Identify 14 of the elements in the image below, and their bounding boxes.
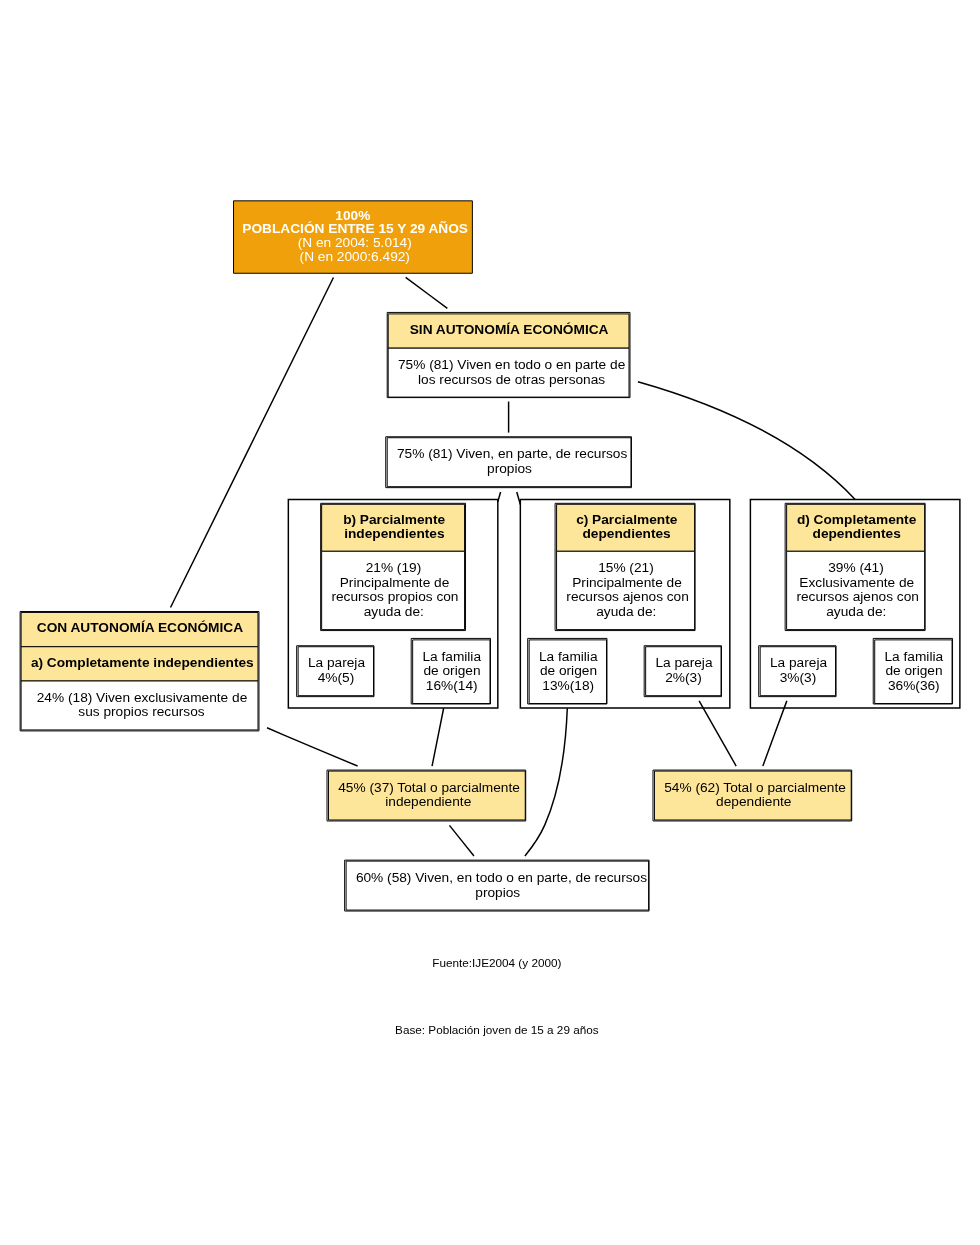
connector [524,707,569,857]
connector [404,276,449,310]
connector [266,727,359,767]
connector [637,380,856,501]
label: Fuente:IJE2004 (y 2000) [432,955,562,969]
connector [497,491,502,503]
label: Base: Población joven de 15 a 29 años [395,1022,599,1036]
connector [507,400,510,434]
connector [448,824,475,857]
connector [431,707,445,767]
connector [698,700,737,767]
connector [516,491,522,506]
connector [762,700,788,767]
connector [169,276,335,609]
